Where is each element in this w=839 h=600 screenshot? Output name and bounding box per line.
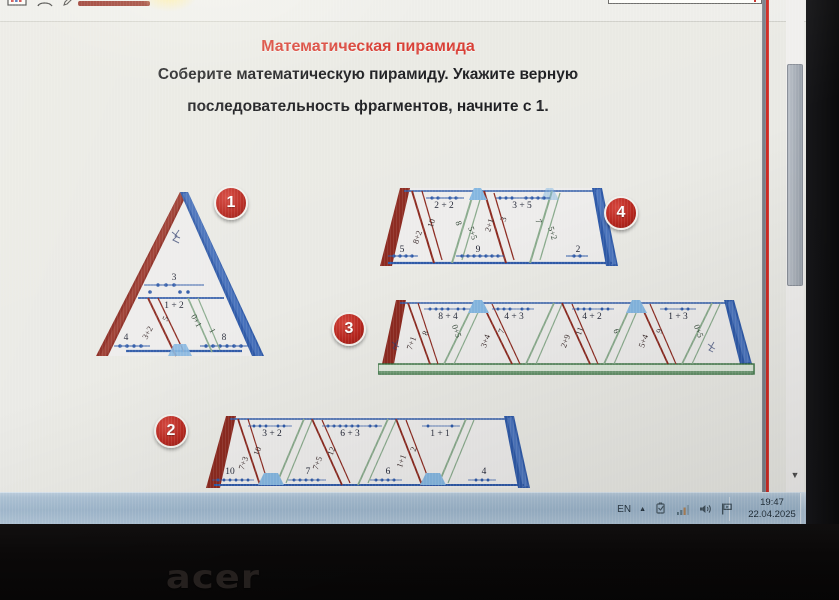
piece4-label-diag-3: 5+5 [466,225,480,241]
piece4-label-base-2: 2 [576,245,581,255]
piece2-label-diag-4: 1+1 [394,453,408,469]
piece2-label-base-1: 7 [306,467,311,477]
piece4-label-diag-0: 8+2 [410,229,424,245]
instruction-line-1: Соберите математическую пирамиду. Укажит… [157,66,579,83]
app-toolbar-cutoff [0,0,806,22]
piece2-label-diag-3: 12 [325,445,337,456]
piece2-label-top-1: 6 + 3 [340,429,360,439]
pyramid-piece-4[interactable]: 2 + 2 3 + 5 5 9 2 8+2 10 8 5+5 2+1 3 7 5… [370,180,620,280]
piece-badge-4[interactable]: 4 [604,196,638,230]
piece-badge-3[interactable]: 3 [332,312,366,346]
scrollbar-thumb[interactable] [787,64,803,286]
piece3-label-diag-4: 7 [496,327,507,334]
piece4-label-top-0: 2 + 2 [434,201,454,211]
piece3-label-diag-0: 7+1 [404,335,418,351]
piece2-label-base-0: 10 [225,467,235,477]
usb-drive-icon[interactable] [654,502,668,516]
chart-icon[interactable] [6,0,28,10]
scroll-down-icon[interactable]: ▼ [790,469,800,480]
piece2-label-diag-2: 7+5 [310,455,324,471]
page-title: Математическая пирамида [261,38,475,55]
piece3-label-diag-8: 5+4 [636,332,650,349]
piece3-label-top-0: 8 + 4 [438,312,458,322]
piece1-label-diag-1: 5 [160,314,171,322]
panel-corner-marker [746,0,756,2]
piece3-label-diag-10: 0+5 [692,323,706,339]
piece3-label-diag-3: 3+4 [478,332,492,349]
piece-badge-2[interactable]: 2 [154,414,188,448]
piece3-label-diag-7: 6 [611,327,622,334]
taskbar-clock[interactable]: 19:47 22.04.2025 [742,497,796,521]
person-icon[interactable] [34,0,56,10]
piece3-label-top-1: 4 + 3 [504,312,524,322]
laptop-screen: ▼ Математическая пирамида Соберите матем… [0,0,806,524]
piece2-label-base-3: 4 [482,467,487,477]
piece2-label-diag-1: 10 [251,445,263,456]
piece4-label-diag-5: 3 [498,216,509,223]
piece2-label-diag-0: 7+3 [236,455,250,471]
instruction-line-2: последовательность фрагментов, начните с… [187,98,549,115]
piece3-label-diag-1: 8 [420,329,431,336]
piece1-label-top-1: 1 + 2 [164,301,184,311]
piece1-label-base-1: 8 [222,333,227,343]
piece4-label-base-0: 5 [400,245,405,255]
piece3-label-diag-2: 0+5 [450,323,464,339]
brand-logo: acer [165,558,261,596]
chevron-up-icon[interactable]: ▲ [639,505,646,513]
language-indicator[interactable]: EN [617,503,632,515]
floating-panel-cutoff[interactable] [608,0,762,4]
pyramid-piece-3[interactable]: 8 + 4 4 + 3 4 + 2 1 + 3 7+1 8 0+5 3+4 7 … [378,294,758,384]
volume-icon[interactable] [698,502,712,516]
piece4-label-diag-7: 5+2 [546,225,560,241]
piece4-label-base-1: 9 [476,245,481,255]
window-border-red [766,0,769,492]
piece4-label-diag-4: 2+1 [482,217,496,233]
piece4-label-diag-1: 10 [425,217,437,228]
clock-time: 19:47 [760,497,784,508]
window-border-dark [762,0,766,492]
flag-icon[interactable] [720,502,734,516]
system-tray: EN ▲ [611,493,802,524]
piece2-label-base-2: 6 [386,467,391,477]
show-desktop-button[interactable] [800,493,806,524]
pyramid-piece-1[interactable]: 3 1 + 2 4 8 3+2 5 0+1 1 [84,180,264,370]
piece2-label-diag-5: 2 [408,445,419,452]
piece4-label-diag-6: 7 [533,218,544,225]
laptop-bezel [0,524,839,600]
piece3-label-top-2: 4 + 2 [582,312,602,322]
piece1-label-top-0: 3 [172,273,177,283]
piece3-label-top-3: 1 + 3 [668,312,688,322]
screen-glare [140,0,198,12]
slide-content: Математическая пирамида Соберите математ… [18,22,762,488]
piece1-label-base-0: 4 [124,333,129,343]
pen-icon[interactable] [60,0,82,10]
screen-right-edge [806,0,839,524]
piece4-label-diag-2: 8 [453,220,464,227]
piece3-label-diag-6: 11 [573,325,585,336]
piece4-label-top-1: 3 + 5 [512,201,532,211]
piece2-label-top-0: 3 + 2 [262,429,282,439]
piece2-label-top-2: 1 + 1 [430,429,450,439]
network-signal-icon[interactable] [676,502,690,516]
pen-stroke-decoration [78,1,150,6]
piece-badge-1[interactable]: 1 [214,186,248,220]
piece3-label-diag-5: 2+9 [558,333,572,349]
clock-date: 22.04.2025 [748,509,796,520]
piece3-label-diag-9: 9 [654,327,665,334]
windows-taskbar[interactable]: EN ▲ [0,492,806,524]
piece1-label-diag-3: 1 [207,326,218,334]
pyramid-piece-2[interactable]: 3 + 2 6 + 3 1 + 1 10 7 6 4 7+3 10 7+5 12… [198,408,538,498]
